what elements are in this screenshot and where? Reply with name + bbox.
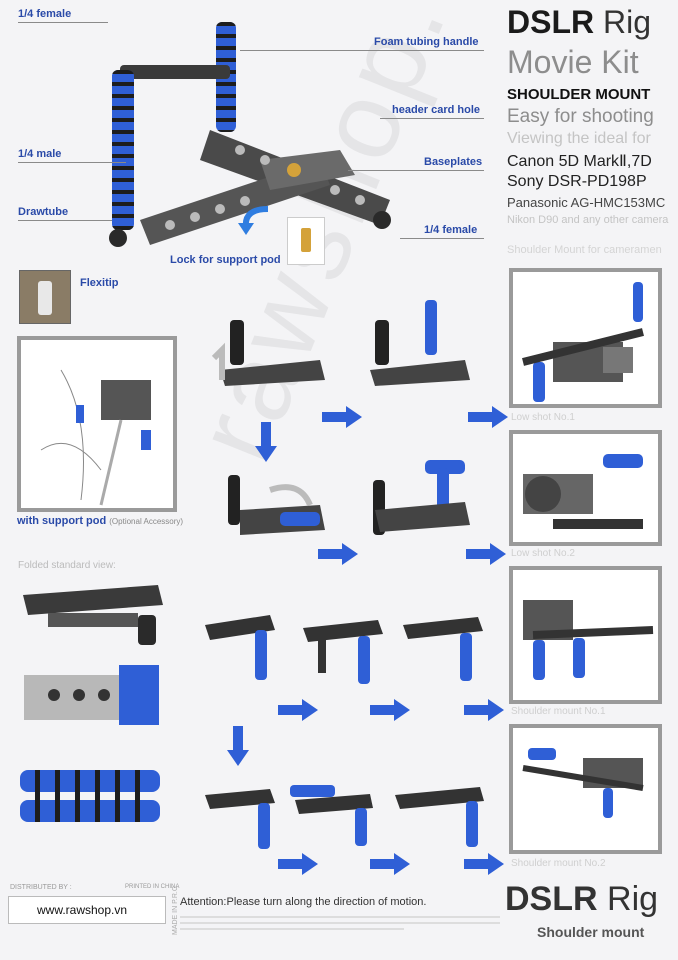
leader-line [348, 170, 484, 171]
arrow-right-icon [464, 699, 504, 721]
flexitip-photo [19, 270, 71, 324]
leader-line [240, 50, 484, 51]
low-shot-1-photo [509, 268, 662, 408]
distributed-by-label: DISTRIBUTED BY : [10, 884, 72, 891]
rotate-arrow-icon [238, 206, 269, 235]
printed-in-label: PRINTED IN CHINA [125, 884, 180, 890]
callout-drawtube: Drawtube [18, 206, 69, 218]
compat-line-0: Viewing the ideal for [507, 130, 651, 147]
leader-line [18, 220, 112, 221]
arrow-right-icon [370, 853, 410, 875]
arrow-right-icon [318, 543, 358, 565]
step-illustration [373, 460, 470, 535]
folded-label: Folded standard view: [18, 560, 116, 571]
callout-female-bottom: 1/4 female [424, 224, 478, 236]
step-illustration [290, 785, 373, 846]
arrow-right-icon [464, 853, 504, 875]
step-illustration [205, 789, 275, 849]
arrow-right-icon [322, 406, 362, 428]
distributor-box: www.rawshop.vn [8, 896, 166, 924]
folded-view-2 [24, 665, 159, 725]
mount-heading: SHOULDER MOUNT [507, 86, 651, 103]
fine-print [180, 912, 500, 942]
callout-male: 1/4 male [18, 148, 62, 160]
support-pod-note: (Optional Accessory) [109, 517, 184, 526]
arrow-right-icon [370, 699, 410, 721]
compat-line-3: Panasonic AG-HMC153MC [507, 195, 666, 210]
support-pod-label: with support pod (Optional Accessory) [17, 515, 183, 527]
arrow-right-icon [278, 853, 318, 875]
shoulder-mount-1-photo [509, 566, 662, 704]
callout-header-card: header card hole [392, 104, 481, 116]
step-illustration [211, 320, 325, 386]
compat-line-1: Canon 5D MarkⅡ,7D [507, 153, 652, 170]
brand-word: DSLR [507, 4, 595, 40]
pod-screw-image [287, 217, 325, 265]
leader-line [380, 118, 484, 119]
footer-subtitle: Shoulder mount [537, 924, 645, 940]
step-illustration [228, 475, 325, 535]
brand-title: DSLR Rig [507, 4, 651, 41]
caption-low-shot-2: Low shot No.2 [511, 548, 575, 559]
caption-shoulder-mount-1: Shoulder mount No.1 [511, 706, 606, 717]
arrow-down-icon [255, 422, 277, 462]
step-illustration [205, 615, 275, 680]
footer-brand-suffix: Rig [607, 880, 659, 918]
step-illustration [370, 300, 470, 386]
step-illustration [395, 787, 484, 847]
attention-text: Attention:Please turn along the directio… [180, 896, 427, 908]
leader-line [18, 162, 126, 163]
compat-line-5: Shoulder Mount for cameramen [507, 244, 662, 256]
folded-view-1 [23, 585, 163, 645]
shoulder-mount-2-photo [509, 724, 662, 854]
callout-lock: Lock for support pod [170, 254, 281, 266]
folded-view-3 [20, 770, 160, 822]
arrow-down-icon [227, 726, 249, 766]
tagline: Easy for shooting [507, 106, 654, 127]
made-in-label: MADE IN P.R.C [172, 886, 179, 935]
callout-foam-handle: Foam tubing handle [374, 36, 479, 48]
arrow-right-icon [466, 543, 506, 565]
caption-shoulder-mount-2: Shoulder mount No.2 [511, 858, 606, 869]
step-illustration [403, 617, 483, 681]
callout-flexitip: Flexitip [80, 277, 119, 289]
support-pod-text: with support pod [17, 515, 107, 527]
footer-brand: DSLR Rig [505, 880, 658, 919]
rig-main-illustration [109, 22, 391, 247]
step-illustration [303, 620, 383, 684]
subtitle: Movie Kit [507, 44, 639, 80]
low-shot-2-photo [509, 430, 662, 546]
arrow-right-icon [468, 406, 508, 428]
leader-line [18, 22, 108, 23]
brand-suffix: Rig [603, 4, 652, 40]
caption-low-shot-1: Low shot No.1 [511, 412, 575, 423]
callout-baseplates: Baseplates [424, 156, 483, 168]
website-link[interactable]: www.rawshop.vn [37, 903, 128, 917]
leader-line [400, 238, 484, 239]
callout-female-top: 1/4 female [18, 8, 72, 20]
compat-line-2: Sony DSR-PD198P [507, 173, 647, 190]
footer-brand-word: DSLR [505, 880, 598, 918]
arrow-right-icon [278, 699, 318, 721]
support-pod-photo [17, 336, 177, 512]
compat-line-4: Nikon D90 and any other camera [507, 214, 669, 226]
